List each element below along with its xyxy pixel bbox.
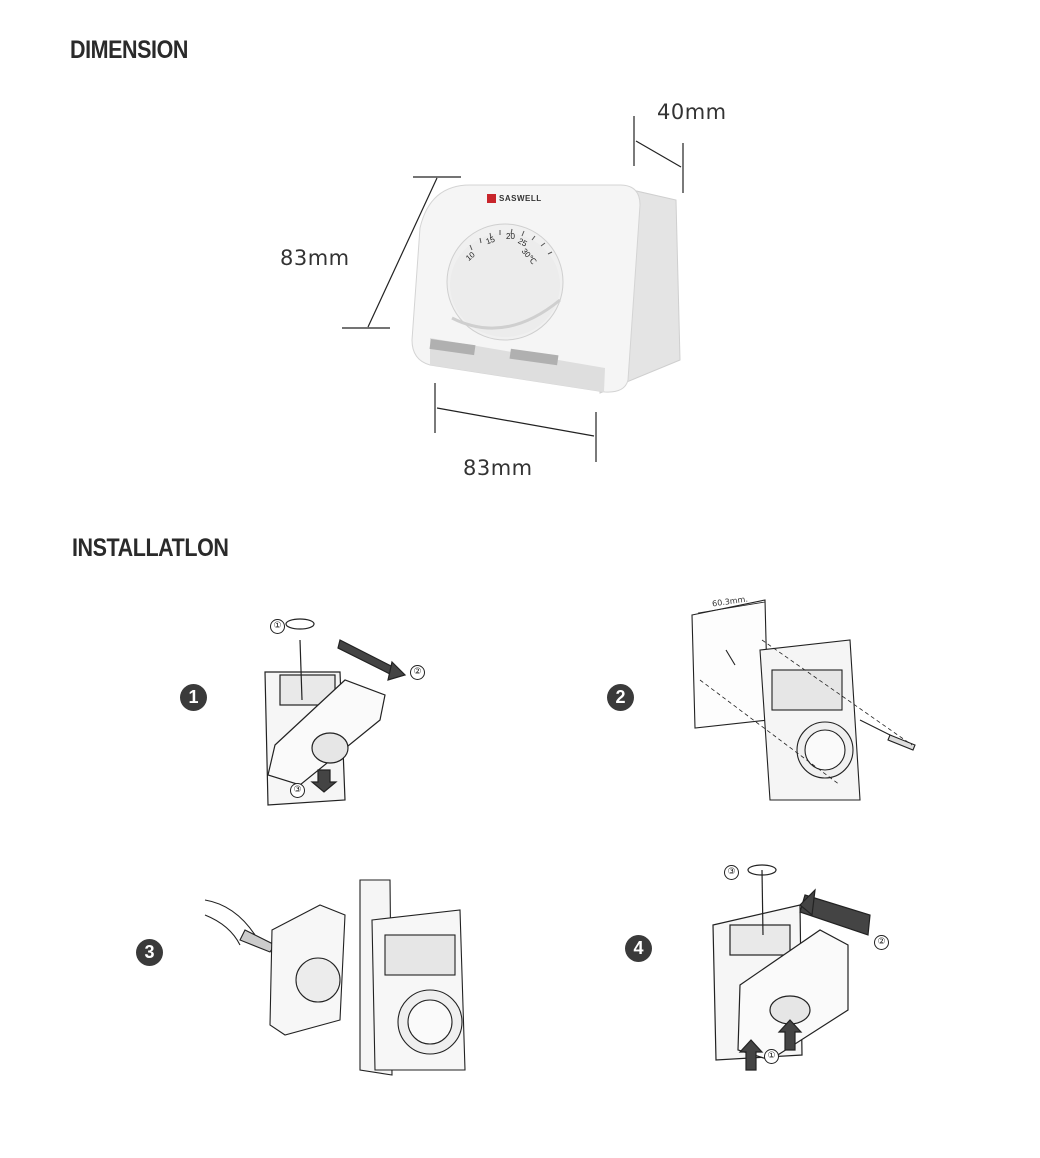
step-3-badge: 3 xyxy=(136,939,163,966)
step-2-illustration xyxy=(691,599,916,801)
installation-heading: INSTALLATLON xyxy=(72,534,229,562)
dial-mark-20: 20 xyxy=(506,232,515,241)
brand-logo xyxy=(487,194,496,203)
width-label: 83mm xyxy=(463,456,533,480)
step-4-illustration xyxy=(712,864,871,1071)
step-1-callout-1: ① xyxy=(270,619,285,634)
step-2-badge: 2 xyxy=(607,684,634,711)
dimension-lines xyxy=(342,116,684,462)
step-1-callout-3: ③ xyxy=(290,783,305,798)
dimension-heading: DIMENSION xyxy=(70,36,188,64)
step-1-callout-2: ② xyxy=(410,665,425,680)
step-1-badge: 1 xyxy=(180,684,207,711)
thermostat-product-image xyxy=(411,184,681,394)
step-1-illustration xyxy=(264,618,407,806)
step-4-callout-2: ② xyxy=(874,935,889,950)
depth-label: 40mm xyxy=(657,100,727,124)
step-4-callout-1: ① xyxy=(764,1049,779,1064)
step-4-badge: 4 xyxy=(625,935,652,962)
step-4-callout-3: ③ xyxy=(724,865,739,880)
step-3-illustration xyxy=(204,879,466,1076)
brand-name: SASWELL xyxy=(499,194,542,203)
height-label: 83mm xyxy=(280,246,350,270)
